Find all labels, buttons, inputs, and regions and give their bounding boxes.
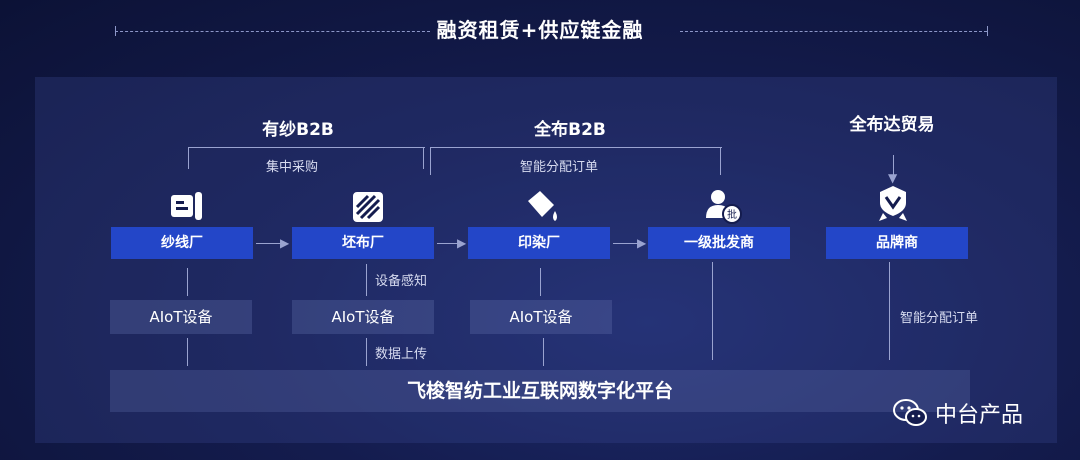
link-wholesaler-platform (712, 262, 713, 360)
watermark-text: 中台产品 (935, 403, 1024, 428)
node-primary-wholesaler: 一级批发商 (648, 227, 790, 259)
brand-badge-icon (879, 186, 907, 221)
title-tick-right (987, 26, 988, 36)
node-dyeing-factory: 印染厂 (468, 227, 610, 259)
group-label-yousha: 有纱B2B (262, 120, 334, 140)
link-brand-platform (889, 262, 890, 360)
title-tick-left (115, 26, 116, 36)
arrow-grey-to-dye-head: ▶ (457, 236, 467, 250)
arrow-grey-to-dye (437, 243, 461, 244)
link-aiot2-platform (366, 338, 367, 366)
aiot-device-box: AIoT设备 (292, 300, 434, 334)
page-title: 融资租赁+供应链金融 (436, 18, 644, 42)
node-yarn-factory: 纱线厂 (111, 227, 253, 259)
arrow-dye-to-wholesale (613, 243, 641, 244)
arrow-brand-stem (893, 155, 894, 177)
bracket-smart-right-leg (720, 147, 721, 175)
bracket-smart-order (430, 147, 722, 148)
link-aiot1-platform (187, 338, 188, 366)
svg-text:批: 批 (727, 208, 737, 221)
label-smart-order-top: 智能分配订单 (520, 160, 599, 175)
link-aiot3-platform (543, 338, 544, 366)
link-yarn-aiot (187, 268, 188, 296)
label-data-upload: 数据上传 (375, 347, 428, 362)
aiot-device-box: AIoT设备 (470, 300, 612, 334)
node-brand: 品牌商 (826, 227, 968, 259)
bracket-central-purchase (188, 147, 425, 148)
link-grey-aiot (366, 264, 367, 296)
title-line-left (115, 31, 430, 32)
wholesaler-icon: 批 (706, 190, 742, 224)
dye-icon (528, 191, 557, 221)
group-label-quanbuda: 全布达贸易 (849, 115, 935, 135)
bracket-smart-left-leg (430, 147, 431, 175)
label-central-purchase: 集中采购 (266, 160, 319, 175)
title-line-right (680, 31, 987, 32)
node-grey-fabric-factory: 坯布厂 (292, 227, 434, 259)
arrow-dye-to-wholesale-head: ▶ (637, 236, 647, 250)
link-dye-aiot (540, 268, 541, 296)
arrow-brand-head: ▼ (888, 171, 898, 185)
arrow-yarn-to-grey (256, 243, 284, 244)
arrow-yarn-to-grey-head: ▶ (280, 236, 290, 250)
aiot-device-box: AIoT设备 (110, 300, 252, 334)
bracket-mid-leg (423, 147, 424, 169)
yarn-icon (171, 192, 202, 220)
label-device-sensing: 设备感知 (375, 274, 428, 289)
diagram-panel (35, 77, 1057, 443)
fabric-icon (353, 192, 383, 222)
group-label-quanbu: 全布B2B (534, 120, 606, 140)
platform-bar: 飞梭智纺工业互联网数字化平台 (110, 370, 970, 412)
watermark: 中台产品 (893, 397, 1023, 429)
label-smart-order-right: 智能分配订单 (900, 311, 979, 326)
wechat-icon (893, 399, 927, 426)
bracket-left-leg (188, 147, 189, 169)
